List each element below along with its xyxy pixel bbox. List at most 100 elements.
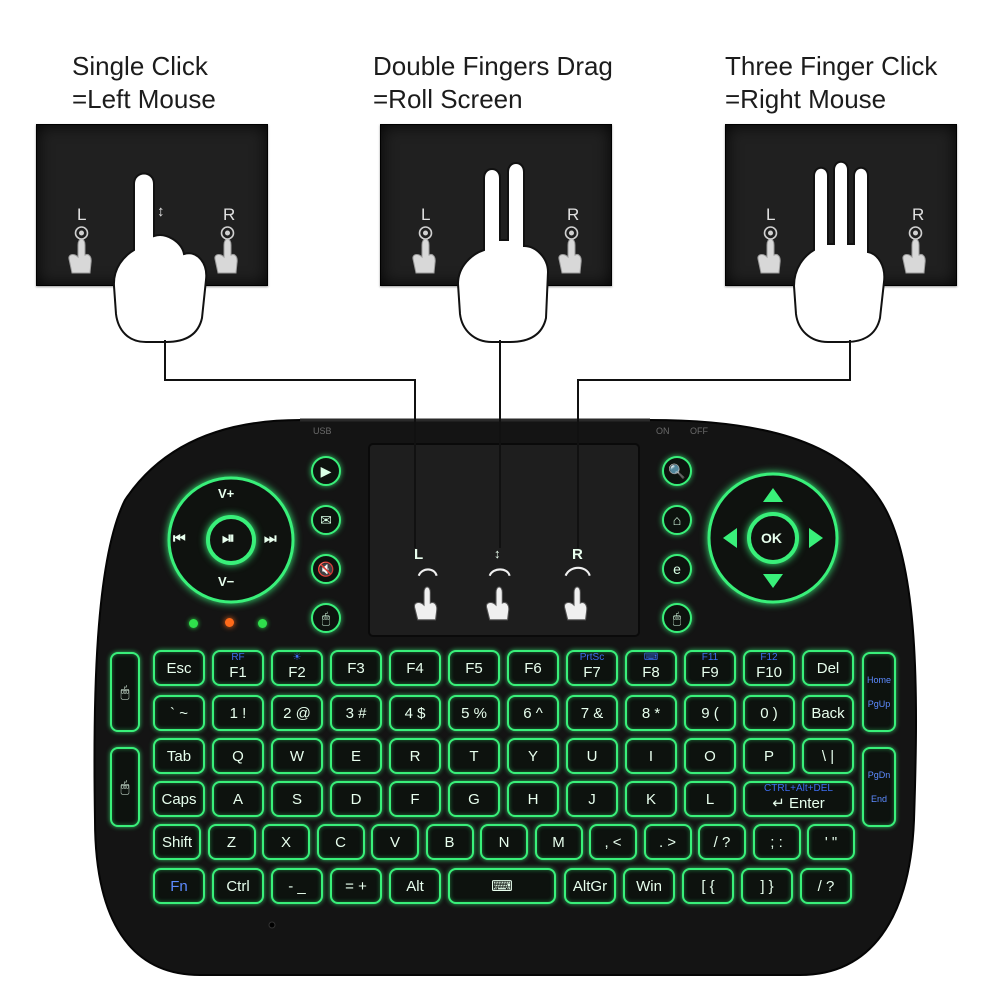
key-b[interactable]: B (425, 824, 474, 860)
key-symbol[interactable]: \ | (802, 738, 854, 774)
key-l[interactable]: L (684, 781, 736, 817)
volume-down-label[interactable]: V− (218, 574, 235, 589)
key-f6[interactable]: F6 (507, 650, 559, 686)
key-i[interactable]: I (625, 738, 677, 774)
key-symbol[interactable]: , < (589, 824, 637, 860)
key-w[interactable]: W (271, 738, 323, 774)
key-label: = + (345, 877, 367, 895)
key-c[interactable]: C (316, 824, 365, 860)
key-p[interactable]: P (743, 738, 795, 774)
key-label: [ { (701, 877, 715, 895)
key-y[interactable]: Y (507, 738, 559, 774)
key-f8[interactable]: F8⌨ (625, 650, 677, 686)
search-icon[interactable]: 🔍 (662, 456, 692, 486)
key-m[interactable]: M (534, 824, 583, 860)
browser-icon[interactable]: e (662, 554, 692, 584)
mouse-side-key-1-icon[interactable]: 🖱 (110, 747, 140, 827)
key-symbol[interactable]: ] } (741, 868, 793, 904)
pad1-left-hand-icon (68, 226, 92, 274)
key-win[interactable]: Win (623, 868, 675, 904)
key-sub-label: RF (231, 652, 245, 663)
key-f[interactable]: F (389, 781, 441, 817)
key-caps[interactable]: Caps (153, 781, 205, 817)
previous-track-icon[interactable]: ⏮ (173, 530, 186, 546)
mouse-side-key-0-icon[interactable]: 🖱 (110, 652, 140, 732)
key-0[interactable]: 0 ) (743, 695, 795, 731)
mute-icon[interactable]: 🔇 (311, 554, 341, 584)
key-u[interactable]: U (566, 738, 618, 774)
key-label: 7 & (580, 704, 604, 722)
key-f3[interactable]: F3 (330, 650, 382, 686)
key-label: Win (636, 877, 662, 895)
key-o[interactable]: O (684, 738, 736, 774)
key-f4[interactable]: F4 (389, 650, 441, 686)
key-symbol[interactable]: . > (643, 824, 692, 860)
home-icon[interactable]: ⌂ (662, 505, 692, 535)
key-n[interactable]: N (480, 824, 528, 860)
media-player-icon[interactable]: ▶ (311, 456, 341, 486)
key-symbol[interactable]: ; : (752, 824, 801, 860)
key-del[interactable]: Del (802, 650, 854, 686)
key-j[interactable]: J (566, 781, 618, 817)
key-alt[interactable]: Alt (389, 868, 441, 904)
key-9[interactable]: 9 ( (684, 695, 736, 731)
key-t[interactable]: T (448, 738, 500, 774)
right-mouse-icon[interactable]: 🖱 (662, 603, 692, 633)
key-label: , < (604, 833, 622, 851)
key-5[interactable]: 5 % (448, 695, 500, 731)
key-x[interactable]: X (262, 824, 310, 860)
key-label: W (289, 747, 305, 765)
key-symbol[interactable]: ' " (807, 824, 855, 860)
key-symbol[interactable]: ` ~ (153, 695, 205, 731)
mail-icon[interactable]: ✉ (311, 505, 341, 535)
key-s[interactable]: S (271, 781, 323, 817)
key-back[interactable]: Back (802, 695, 854, 731)
pad-right-label: R (567, 205, 580, 224)
key-sub-label: End (870, 794, 887, 804)
key-fn[interactable]: Fn (153, 868, 205, 904)
key-symbol[interactable]: ⌨ (448, 868, 556, 904)
volume-up-label[interactable]: V+ (218, 486, 235, 501)
key-v[interactable]: V (371, 824, 419, 860)
key-symbol[interactable]: - _ (271, 868, 323, 904)
key-2[interactable]: 2 @ (271, 695, 323, 731)
next-track-icon[interactable]: ⏭ (264, 530, 277, 546)
key-esc[interactable]: Esc (153, 650, 205, 686)
key-k[interactable]: K (625, 781, 677, 817)
key-f2[interactable]: F2☀ (271, 650, 323, 686)
key-6[interactable]: 6 ^ (507, 695, 559, 731)
key-7[interactable]: 7 & (566, 695, 618, 731)
key-symbol[interactable]: [ { (682, 868, 734, 904)
ok-button-label[interactable]: OK (761, 530, 782, 546)
key-symbol[interactable]: / ? (800, 868, 852, 904)
key-a[interactable]: A (212, 781, 264, 817)
key-e[interactable]: E (330, 738, 382, 774)
key-altgr[interactable]: AltGr (564, 868, 616, 904)
key-f5[interactable]: F5 (448, 650, 500, 686)
key-symbol[interactable]: = + (330, 868, 382, 904)
key-symbol[interactable]: / ? (698, 824, 746, 860)
key-r[interactable]: R (389, 738, 441, 774)
key-4[interactable]: 4 $ (389, 695, 441, 731)
mouse-mode-icon[interactable]: 🖱 (311, 603, 341, 633)
key-d[interactable]: D (330, 781, 382, 817)
key-g[interactable]: G (448, 781, 500, 817)
key-tab[interactable]: Tab (153, 738, 205, 774)
key-z[interactable]: Z (207, 824, 256, 860)
key-3[interactable]: 3 # (330, 695, 382, 731)
key-q[interactable]: Q (212, 738, 264, 774)
key-8[interactable]: 8 * (625, 695, 677, 731)
pad-left-label: L (421, 205, 431, 224)
key-1[interactable]: 1 ! (212, 695, 264, 731)
key-ctrl[interactable]: Ctrl (212, 868, 264, 904)
play-pause-icon[interactable]: ⏯ (222, 530, 235, 547)
key-h[interactable]: H (507, 781, 559, 817)
key-shift[interactable]: Shift (153, 824, 201, 860)
